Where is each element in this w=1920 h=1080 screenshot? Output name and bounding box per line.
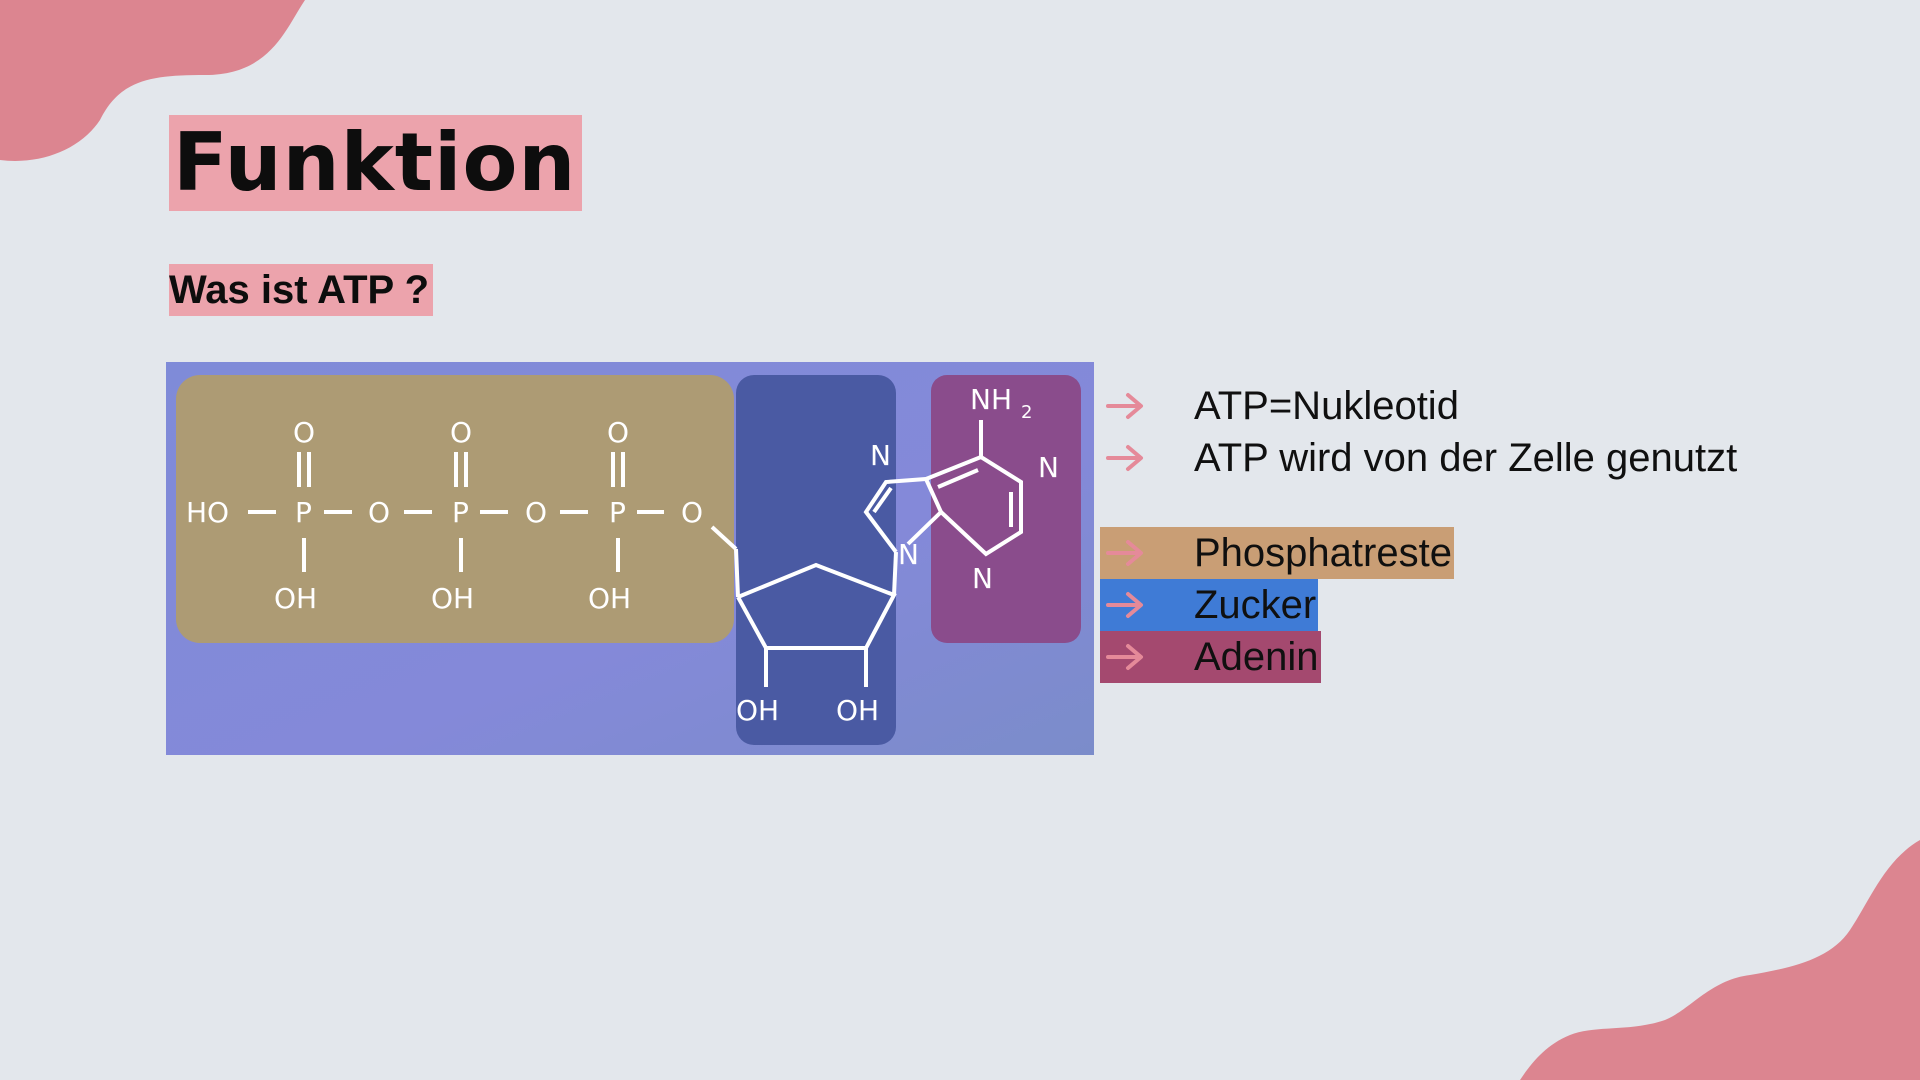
legend-label: Adenin [1194, 634, 1319, 679]
arrow-right-icon [1106, 540, 1143, 566]
label-p-3: P [609, 496, 626, 529]
label-o-top-3: O [607, 416, 629, 449]
label-sugar-oh-1: OH [736, 694, 779, 727]
bullet-item: ATP wird von der Zelle genutzt [1100, 432, 1737, 484]
arrow-right-icon [1106, 592, 1143, 618]
label-bridge-o-3: O [681, 496, 703, 529]
label-bridge-o-2: O [525, 496, 547, 529]
label-n-4: N [972, 562, 993, 595]
slide-title: Funktion [169, 115, 583, 211]
label-n-3: N [898, 538, 919, 571]
label-n-1: N [870, 439, 891, 472]
label-oh-3: OH [588, 582, 631, 615]
slide-subtitle: Was ist ATP ? [169, 264, 434, 316]
label-o-top-2: O [450, 416, 472, 449]
corner-blob-bottom-right [1520, 840, 1920, 1080]
atom-labels: HO O O O P P P O O O OH OH OH OH OH N N … [186, 383, 1059, 727]
bullet-text: ATP wird von der Zelle genutzt [1194, 435, 1738, 480]
adenine-region [931, 375, 1081, 643]
legend-label: Phosphatreste [1194, 530, 1452, 575]
bullet-item: ATP=Nukleotid [1100, 380, 1459, 432]
label-nh2-subscript: 2 [1021, 402, 1032, 423]
label-o-top-1: O [293, 416, 315, 449]
bond-lines [248, 420, 1023, 687]
legend-item-zucker: Zucker [1100, 579, 1319, 631]
phosphate-region [176, 375, 734, 643]
label-oh-2: OH [431, 582, 474, 615]
label-oh-1: OH [274, 582, 317, 615]
corner-blob-top-left [0, 0, 305, 161]
label-bridge-o-1: O [368, 496, 390, 529]
bullet-text: ATP=Nukleotid [1194, 383, 1459, 428]
label-n-2: N [1038, 451, 1059, 484]
legend-label: Zucker [1194, 582, 1317, 627]
sugar-region [736, 375, 896, 745]
legend-item-adenin: Adenin [1100, 631, 1321, 683]
label-p-2: P [452, 496, 469, 529]
label-p-1: P [295, 496, 312, 529]
arrow-right-icon [1106, 644, 1143, 670]
legend-item-phosphatreste: Phosphatreste [1100, 527, 1454, 579]
arrow-right-icon [1106, 445, 1143, 471]
arrow-right-icon [1106, 393, 1143, 419]
label-nh2: NH [970, 383, 1012, 416]
label-sugar-oh-2: OH [836, 694, 879, 727]
atp-structure-diagram: HO O O O P P P O O O OH OH OH OH OH N N … [166, 362, 1094, 755]
label-ho: HO [186, 496, 229, 529]
